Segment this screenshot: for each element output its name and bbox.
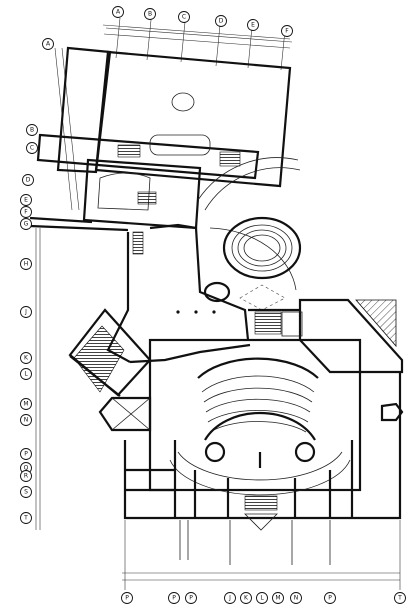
grid-bubble-left-7: H <box>20 258 32 270</box>
grid-bubble-bottom-1: P <box>168 592 180 604</box>
grid-bubble-label: L <box>260 595 264 602</box>
grid-bubble-bottom-9: T <box>394 592 406 604</box>
grid-bubbles-top: A B C D E F <box>112 6 293 37</box>
upper-round-theatre <box>197 157 302 311</box>
grid-bubble-bottom-3: J <box>224 592 236 604</box>
grid-bubble-label: G <box>24 221 29 228</box>
lower-rooms <box>123 372 402 565</box>
grid-bubble-label: Q <box>24 465 29 472</box>
grid-bubble-label: D <box>26 177 31 184</box>
grid-bubble-label: A <box>116 9 121 16</box>
grid-bubble-label: E <box>24 197 28 204</box>
grid-bubble-left-4: E <box>20 194 32 206</box>
grid-bubble-bottom-0: P <box>121 592 133 604</box>
grid-bubble-left-2: C <box>26 142 38 154</box>
grid-bubble-top-0: A <box>112 6 124 18</box>
grid-bubble-label: J <box>228 595 231 602</box>
grid-bubble-label: P <box>328 595 332 602</box>
grid-bubble-left-15: R <box>20 470 32 482</box>
grid-bubble-label: B <box>30 127 34 134</box>
grid-bubble-bottom-7: N <box>290 592 302 604</box>
grid-bubble-label: H <box>24 261 29 268</box>
grid-bubble-bottom-6: M <box>272 592 284 604</box>
grid-bubble-top-3: D <box>215 15 227 27</box>
grid-bubble-label: C <box>182 14 186 21</box>
grid-bubble-left-1: B <box>26 124 38 136</box>
grid-bubble-label: N <box>24 417 29 424</box>
hall-center-marker <box>171 92 195 112</box>
grid-bubble-left-5: F <box>20 206 32 218</box>
grid-bubble-label: P <box>24 451 28 458</box>
grid-bubble-left-11: M <box>20 398 32 410</box>
grid-bubble-top-2: C <box>178 11 190 23</box>
grid-bubble-left-3: D <box>22 174 34 186</box>
grid-bubble-label: M <box>275 595 280 602</box>
grid-bubble-left-17: T <box>20 512 32 524</box>
grid-bubble-bottom-8: P <box>324 592 336 604</box>
grid-bubble-label: L <box>24 371 28 378</box>
grid-bubble-label: S <box>24 489 28 496</box>
grid-bubble-label: N <box>294 595 299 602</box>
upper-corridor <box>36 133 260 180</box>
grid-bubble-top-4: E <box>247 19 259 31</box>
grid-bubble-label: T <box>23 515 28 522</box>
main-theatre <box>148 338 362 496</box>
grid-bubble-left-6: G <box>20 218 32 230</box>
grid-bubble-bottom-4: K <box>240 592 252 604</box>
grid-bubbles-left: A B C D EFG H J K L M N PQR S T <box>20 38 54 524</box>
grid-bubble-bottom-5: L <box>256 592 268 604</box>
grid-bubble-label: D <box>219 18 224 25</box>
grid-bubble-top-5: F <box>281 25 293 37</box>
grid-bubble-left-9: K <box>20 352 32 364</box>
grid-bubble-label: P <box>125 595 129 602</box>
top-dimension-lines <box>102 17 293 71</box>
grid-bubble-label: M <box>23 401 28 408</box>
right-wing <box>248 298 404 374</box>
grid-bubble-label: P <box>189 595 193 602</box>
grid-bubble-label: B <box>148 11 152 18</box>
grid-bubble-left-13: P <box>20 448 32 460</box>
grid-bubble-label: K <box>244 595 249 602</box>
upper-hall <box>56 46 292 188</box>
grid-bubble-left-10: L <box>20 368 32 380</box>
grid-bubble-bottom-2: P <box>185 592 197 604</box>
grid-bubble-left-8: J <box>20 306 32 318</box>
grid-bubble-label: P <box>172 595 176 602</box>
left-dimension-lines <box>35 47 80 530</box>
grid-bubble-label: C <box>30 145 34 152</box>
grid-bubble-top-1: B <box>144 8 156 20</box>
grid-bubble-label: T <box>397 595 402 602</box>
bottom-dimension-lines <box>122 520 401 590</box>
grid-bubble-left-16: S <box>20 486 32 498</box>
grid-bubble-label: F <box>24 209 28 216</box>
grid-bubble-label: A <box>46 41 51 48</box>
grid-bubble-label: F <box>285 28 289 35</box>
grid-bubble-left-12: N <box>20 414 32 426</box>
diagonal-stair-wing <box>68 308 152 397</box>
grid-bubble-label: R <box>24 473 28 480</box>
grid-bubble-label: J <box>24 309 27 316</box>
grid-bubble-left-0: A <box>42 38 54 50</box>
grid-bubble-label: E <box>251 22 255 29</box>
grid-bubble-label: K <box>24 355 29 362</box>
